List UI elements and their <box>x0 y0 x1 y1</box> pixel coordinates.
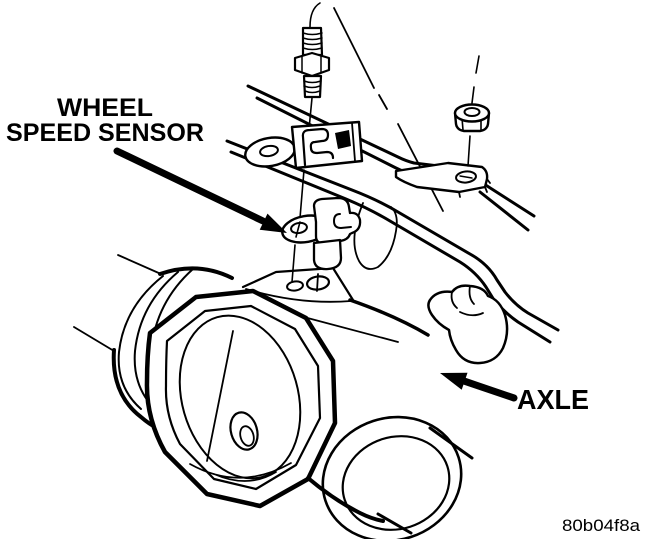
frame-bracket-hole <box>455 170 477 184</box>
diff-cover-crease <box>206 330 234 462</box>
pinion-flange-inner-ring <box>341 435 451 531</box>
wheel-speed-sensor-label-line2: SPEED SENSOR <box>6 119 204 147</box>
wheel-speed-sensor-arrow-shaft <box>113 147 267 225</box>
axle-arrow-head <box>440 372 468 390</box>
diff-cover-face <box>178 314 302 480</box>
axle-bracket-flange <box>427 284 509 365</box>
alignment-line-through-sensor-hole <box>295 221 301 238</box>
axle-bracket-flange-details <box>450 285 484 317</box>
callout-wheel-speed-sensor: WHEEL SPEED SENSOR <box>6 94 287 233</box>
axle-tube-break-marks <box>73 254 162 352</box>
frame-bracket-thickness <box>458 178 491 198</box>
clip-bracket-edge <box>351 122 356 162</box>
drain-plug-outer <box>229 411 259 451</box>
wheel-speed-sensor-arrow-head <box>259 213 287 233</box>
drain-plug-inner <box>239 425 255 447</box>
housing-bottom-edge <box>306 476 385 523</box>
clip-bracket-hole <box>259 144 279 158</box>
axle-assembly <box>73 254 509 539</box>
diff-cover-outline <box>144 288 338 509</box>
axle-label: AXLE <box>517 384 589 415</box>
tone-ring-port-detail <box>316 273 319 292</box>
sensor-connector-head <box>312 196 362 245</box>
pinion-flange-outer-ring <box>321 415 463 539</box>
frame-bracket-bar <box>394 161 489 194</box>
hex-nut <box>453 55 491 167</box>
stud-lower-thread-hatch <box>303 80 322 94</box>
carrier-neck-crease <box>299 315 399 343</box>
sensor-tab-hole <box>290 221 308 235</box>
sensor-boss-facet <box>245 288 352 303</box>
pinion-shaft-edges <box>376 426 474 535</box>
stud-upper-thread-hatch <box>302 32 323 51</box>
diff-cover-bottom-arcs <box>189 462 292 482</box>
carrier-neck-top-edge <box>348 298 430 337</box>
nut-alignment-line <box>467 55 480 167</box>
stud-upper-thread-outline <box>301 26 324 57</box>
stud-hex-facets <box>301 55 322 74</box>
callout-axle: AXLE <box>440 372 589 415</box>
sensor-connector-opening <box>333 213 352 229</box>
mounting-stud <box>293 2 331 99</box>
nut-hole <box>463 107 481 117</box>
hose-loop <box>353 202 398 270</box>
nut-top-face <box>453 103 491 123</box>
axle-arrow-shaft <box>460 377 518 402</box>
frame-bracket <box>394 161 491 198</box>
frame-bracket-hole-detail <box>459 175 473 179</box>
diff-cover-inner-ring <box>164 304 322 491</box>
stud-hex-collar <box>293 51 331 78</box>
clip-spring-detail <box>301 127 335 167</box>
tube-pair-lower <box>225 139 560 344</box>
clip-dark-wedge <box>335 130 351 149</box>
wheel-speed-sensor <box>281 196 362 271</box>
sensor-mount-hole <box>286 280 304 292</box>
sensor-boss-outline <box>241 266 355 302</box>
figure-code: 80b04f8a <box>562 516 641 535</box>
wheel-speed-sensor-label-line1: WHEEL <box>57 94 153 122</box>
sensor-wire <box>309 2 321 28</box>
sensor-body <box>312 238 343 271</box>
wire-clip-bracket <box>244 120 364 170</box>
